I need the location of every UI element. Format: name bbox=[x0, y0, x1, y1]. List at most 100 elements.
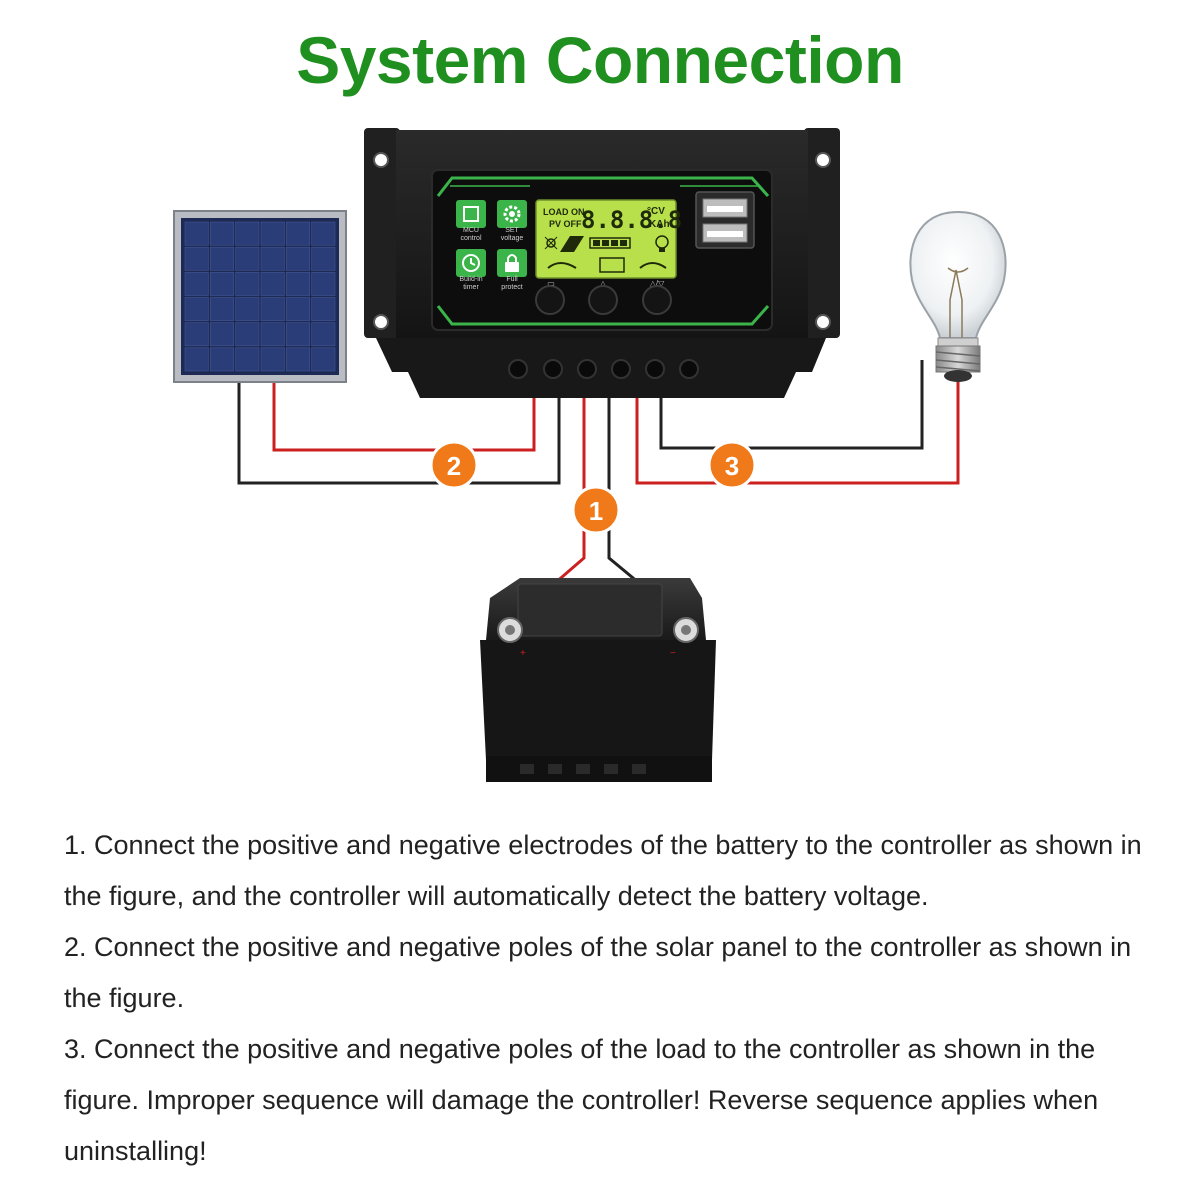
solar-cell bbox=[311, 221, 336, 246]
terminal-screw-icon bbox=[543, 359, 563, 379]
minus-icon: − bbox=[670, 648, 676, 659]
solar-cell bbox=[210, 322, 234, 347]
solar-positive-wire bbox=[272, 380, 536, 452]
feature-label: voltage bbox=[501, 235, 524, 242]
terminal-screw-icon bbox=[611, 359, 631, 379]
solar-cell bbox=[260, 347, 285, 372]
solar-cell bbox=[260, 297, 285, 321]
mount-hole-icon bbox=[373, 152, 389, 168]
menu-button[interactable] bbox=[535, 285, 565, 315]
feature-set-voltage: SET voltage bbox=[497, 200, 527, 242]
step-badge-3: 3 bbox=[707, 440, 757, 490]
solar-cell bbox=[286, 297, 310, 321]
battery-negative-terminal: − bbox=[670, 617, 699, 659]
solar-cell bbox=[260, 246, 285, 271]
instruction-step-1: 1. Connect the positive and negative ele… bbox=[64, 830, 1142, 911]
terminal-screw-icon bbox=[645, 359, 665, 379]
solar-cell bbox=[286, 221, 310, 246]
control-buttons: ▭ △ △/▽ bbox=[535, 279, 672, 315]
solar-cell bbox=[311, 246, 336, 271]
feature-label: Full bbox=[506, 276, 518, 283]
usb-ports bbox=[695, 191, 755, 249]
solar-cell bbox=[210, 272, 234, 296]
solar-cell bbox=[184, 221, 209, 246]
solar-cell bbox=[235, 272, 260, 296]
load-wires bbox=[635, 360, 960, 485]
solar-cell bbox=[235, 347, 260, 372]
solar-panel-icon bbox=[560, 236, 584, 252]
down-button[interactable] bbox=[642, 285, 672, 315]
solar-cell bbox=[184, 246, 209, 271]
solar-cell bbox=[184, 347, 209, 372]
light-bulb-load bbox=[909, 210, 1007, 382]
flow-arrows-icon bbox=[547, 257, 667, 273]
solar-cell bbox=[311, 272, 336, 296]
step-badge-1: 1 bbox=[571, 485, 621, 535]
lcd-pv-off: PV OFF bbox=[549, 219, 582, 229]
instruction-step-3: 3. Connect the positive and negative pol… bbox=[64, 1034, 1099, 1166]
solar-cell bbox=[210, 347, 234, 372]
solar-cell bbox=[311, 347, 336, 372]
battery-positive-terminal: + bbox=[497, 617, 526, 659]
lcd-unit-bottom: KAh bbox=[649, 219, 670, 230]
solar-cell bbox=[184, 272, 209, 296]
lcd-digits: 8.8.8.8 bbox=[581, 206, 682, 234]
solar-cell bbox=[260, 221, 285, 246]
up-button[interactable] bbox=[588, 285, 618, 315]
lcd-display: LOAD ON PV OFF 8.8.8.8 °CV KAh bbox=[535, 199, 682, 279]
feature-full-protect: Full protect bbox=[497, 249, 527, 291]
solar-cell bbox=[286, 347, 310, 372]
step-badge-label: 2 bbox=[447, 451, 461, 481]
load-negative-wire bbox=[659, 360, 924, 450]
terminal-screw-icon bbox=[679, 359, 699, 379]
instructions: 1. Connect the positive and negative ele… bbox=[64, 820, 1174, 1177]
mount-hole-icon bbox=[815, 314, 831, 330]
solar-cell bbox=[286, 272, 310, 296]
step-badge-label: 3 bbox=[725, 451, 739, 481]
feature-mcu-control: MCU control bbox=[456, 200, 486, 242]
mount-hole-icon bbox=[815, 152, 831, 168]
solar-cell bbox=[235, 322, 260, 347]
solar-cell bbox=[260, 272, 285, 296]
solar-cell bbox=[235, 221, 260, 246]
charge-controller: MCU control SET voltage Build-in timer F… bbox=[364, 128, 840, 398]
mount-hole-icon bbox=[373, 314, 389, 330]
feature-label: SET bbox=[505, 227, 519, 234]
instruction-step-2: 2. Connect the positive and negative pol… bbox=[64, 932, 1132, 1013]
lcd-unit-top: °CV bbox=[647, 206, 665, 217]
solar-cell bbox=[311, 297, 336, 321]
solar-cell bbox=[184, 322, 209, 347]
plus-icon: + bbox=[520, 648, 526, 659]
solar-wires bbox=[237, 380, 561, 485]
wire-terminals bbox=[508, 359, 699, 379]
solar-panel bbox=[173, 210, 347, 383]
lcd-load-on: LOAD ON bbox=[543, 207, 585, 217]
terminal-screw-icon bbox=[577, 359, 597, 379]
solar-cell bbox=[210, 221, 234, 246]
solar-cell bbox=[311, 322, 336, 347]
solar-cell bbox=[235, 297, 260, 321]
connection-diagram: MCU control SET voltage Build-in timer F… bbox=[173, 128, 1007, 782]
lightbulb-icon bbox=[655, 235, 669, 252]
solar-negative-wire bbox=[237, 380, 561, 485]
feature-label: control bbox=[460, 235, 481, 242]
chip-icon bbox=[456, 200, 486, 228]
sun-icon bbox=[544, 236, 558, 250]
feature-build-in-timer: Build-in timer bbox=[456, 249, 486, 291]
feature-label: Build-in bbox=[459, 276, 482, 283]
page-title: System Connection bbox=[296, 23, 904, 97]
solar-cell bbox=[210, 246, 234, 271]
step-badge-2: 2 bbox=[429, 440, 479, 490]
solar-cell bbox=[184, 297, 209, 321]
battery-level-icon bbox=[589, 237, 631, 249]
solar-cell bbox=[210, 297, 234, 321]
step-badge-label: 1 bbox=[589, 496, 603, 526]
solar-cell bbox=[260, 322, 285, 347]
down-arrow-icon: △/▽ bbox=[650, 279, 665, 288]
up-arrow-icon: △ bbox=[600, 279, 607, 288]
feature-label: MCU bbox=[463, 227, 479, 234]
solar-cell bbox=[286, 246, 310, 271]
load-positive-wire bbox=[635, 380, 960, 485]
menu-icon: ▭ bbox=[547, 279, 555, 288]
solar-cell bbox=[235, 246, 260, 271]
